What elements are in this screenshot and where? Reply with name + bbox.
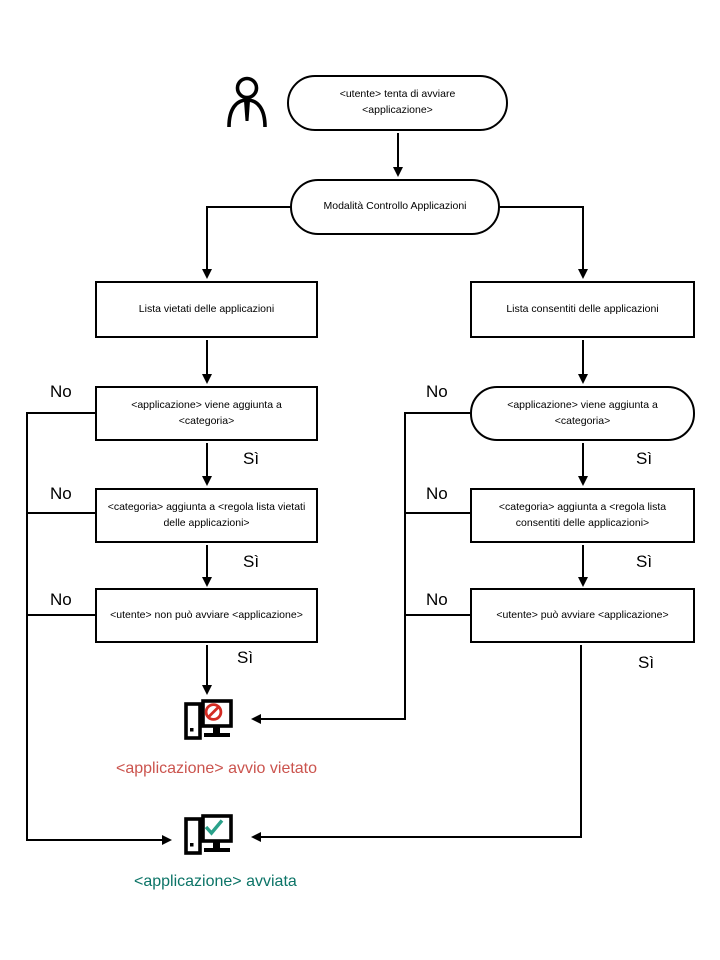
label-yes: Sì [243,449,260,468]
arrowhead [251,714,261,724]
label-no: No [50,484,72,503]
arrowhead [393,167,403,177]
label-no: No [426,484,448,503]
label-no: No [426,590,448,609]
node-left-category-added-to-rule: <categoria> aggiunta a <regola lista vie… [95,488,318,543]
prohibition-icon [204,703,223,721]
user-icon [227,76,267,128]
check-icon [204,819,224,836]
node-start: <utente> tenta di avviare <applicazione> [287,75,508,131]
arrowhead [578,476,588,486]
arrowhead [578,269,588,279]
node-right-category-added-to-rule: <categoria> aggiunta a <regola lista con… [470,488,695,543]
label-yes: Sì [237,648,254,667]
node-allowed-list: Lista consentiti delle applicazioni [470,281,695,338]
arrowhead [202,685,212,695]
label-yes: Sì [636,552,653,571]
label-yes: Sì [243,552,260,571]
arrowhead [578,577,588,587]
arrowhead [202,476,212,486]
node-left-app-added-to-category: <applicazione> viene aggiunta a <categor… [95,386,318,441]
arrowhead [251,832,261,842]
node-application-control-mode: Modalità Controllo Applicazioni [290,179,500,235]
arrowhead [202,374,212,384]
application-blocked-icon [184,699,233,740]
arrowhead [578,374,588,384]
arrowhead [202,269,212,279]
node-user-cannot-start-app: <utente> non può avviare <applicazione> [95,588,318,643]
node-banned-list: Lista vietati delle applicazioni [95,281,318,338]
arrowhead [162,835,172,845]
right-no-collector-to-denied [260,412,406,720]
label-no: No [50,590,72,609]
arrow-mode-to-banned-list [206,206,291,270]
left-no-collector-to-allowed [26,412,163,841]
label-yes: Sì [638,653,655,672]
node-user-can-start-app: <utente> può avviare <applicazione> [470,588,695,643]
node-right-app-added-to-category: <applicazione> viene aggiunta a <categor… [470,386,695,441]
result-application-start-denied: <applicazione> avvio vietato [116,760,318,777]
label-no: No [50,382,72,401]
label-yes: Sì [636,449,653,468]
right-yes-to-allowed [260,645,582,838]
arrow-mode-to-allowed-list [499,206,584,270]
application-started-icon [184,814,233,855]
label-no: No [426,382,448,401]
arrowhead [202,577,212,587]
result-application-started: <applicazione> avviata [134,873,297,890]
